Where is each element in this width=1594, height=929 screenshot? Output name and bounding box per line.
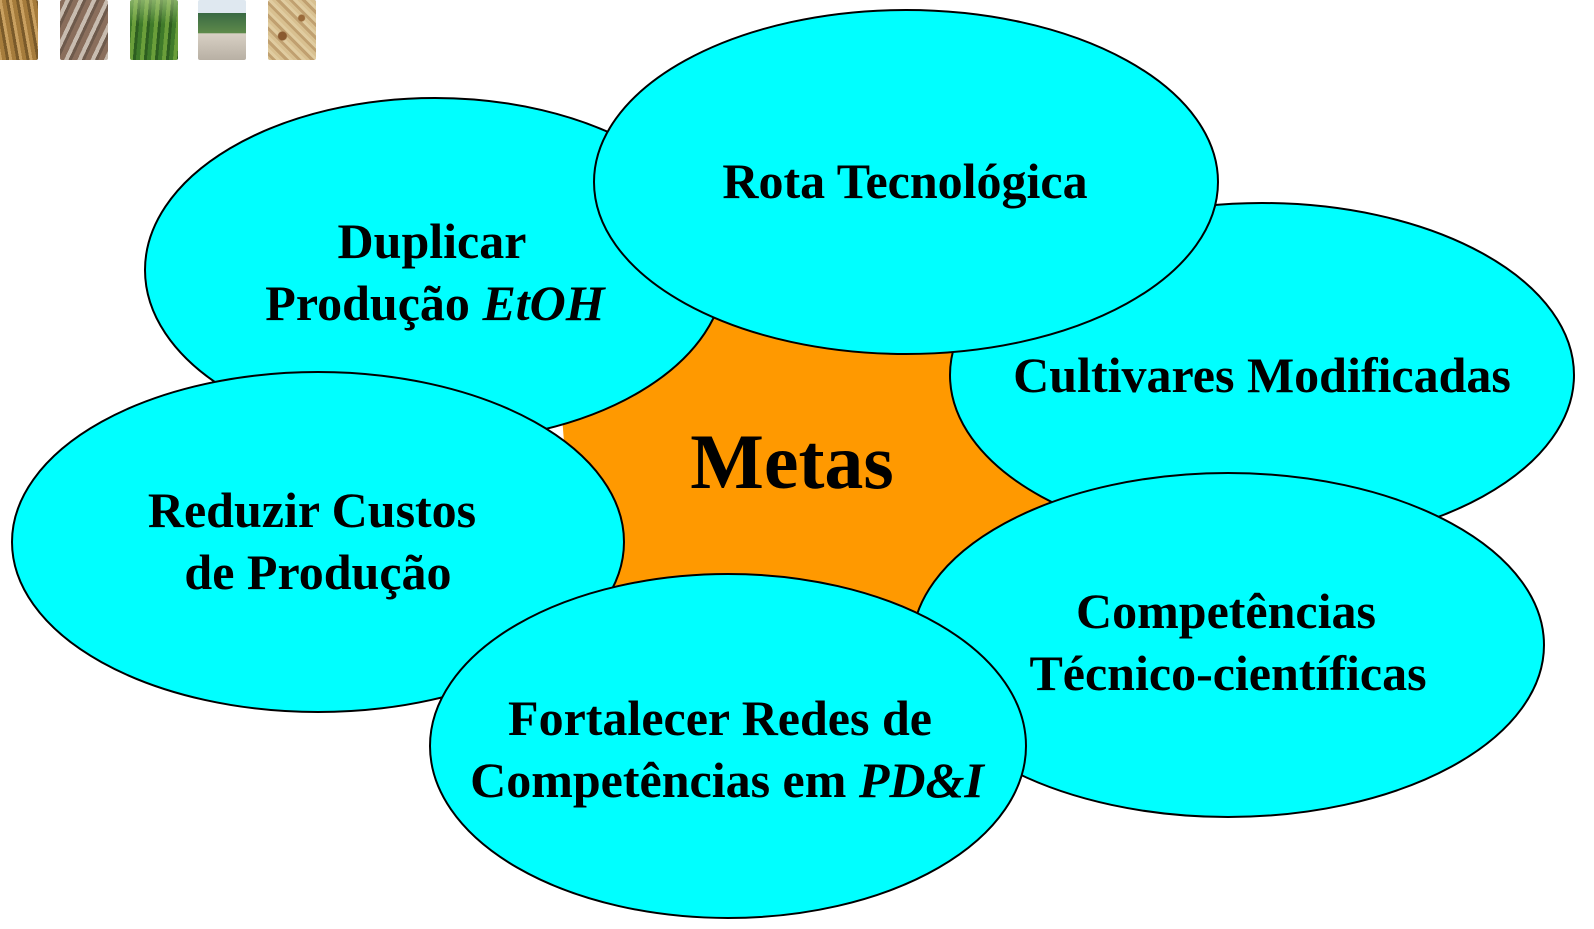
sugarcane-thumbnail [0, 0, 38, 60]
photo-strip [0, 0, 330, 62]
goal-bubble-rota [593, 9, 1219, 355]
goal-bubble-fortalecer [429, 573, 1027, 919]
plowed-field-thumbnail [60, 0, 108, 60]
goal-competencias-line1: Competências [1076, 583, 1376, 639]
goal-duplicar-line2: Produção EtOH [265, 275, 606, 331]
goal-fortalecer-line2: Competências em PD&I [470, 752, 985, 808]
goal-bubble-reduzir [11, 371, 625, 713]
goal-reduzir-line1: Reduzir Custos [148, 482, 476, 538]
goal-fortalecer-line1: Fortalecer Redes de [508, 690, 932, 746]
goal-competencias-line2: Técnico-científicas [1029, 645, 1426, 701]
goal-cultivares-line1: Cultivares Modificadas [1013, 347, 1511, 403]
goal-rota-line1: Rota Tecnológica [722, 153, 1087, 209]
grains-thumbnail [268, 0, 316, 60]
goal-duplicar-line1: Duplicar [338, 213, 527, 269]
cane-field-thumbnail [130, 0, 178, 60]
center-label: Metas [690, 418, 894, 505]
landscape-thumbnail [198, 0, 246, 60]
goal-reduzir-line2: de Produção [184, 544, 451, 600]
